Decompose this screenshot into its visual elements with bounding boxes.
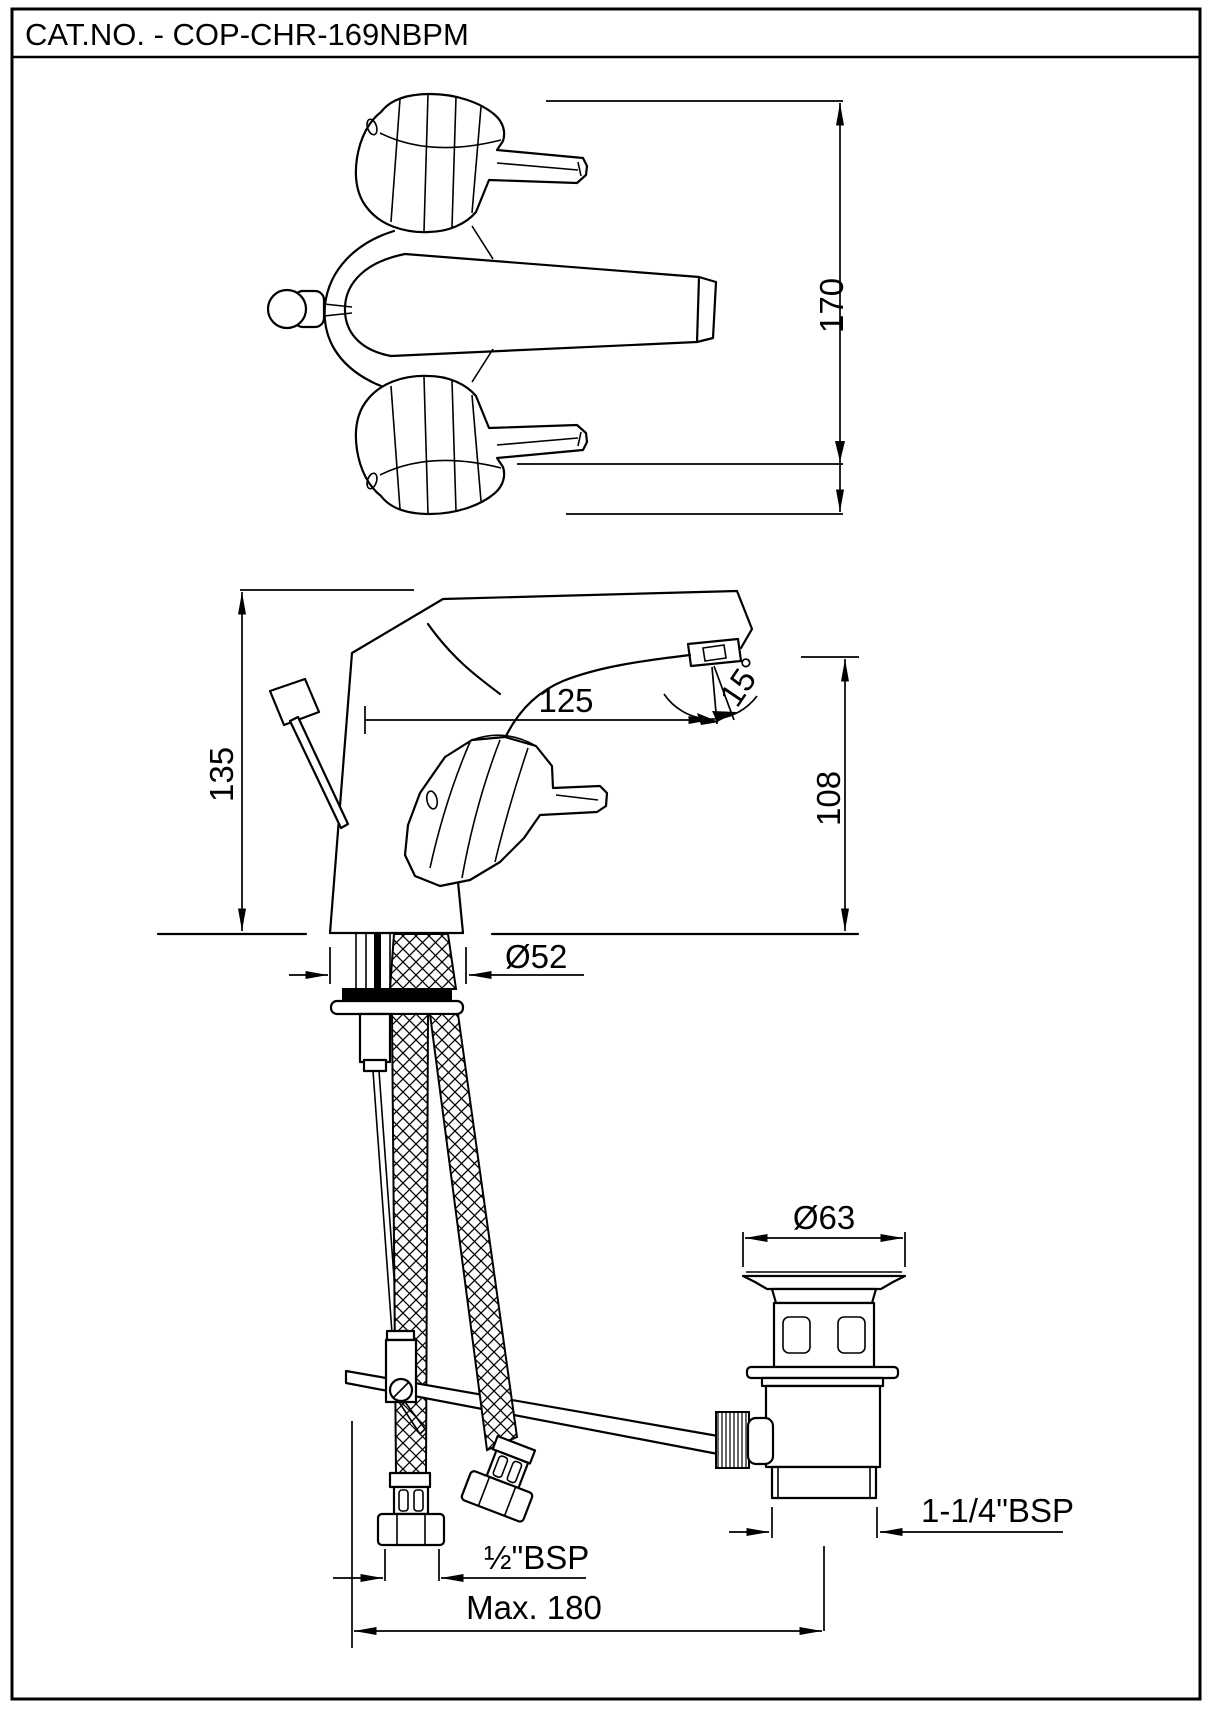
hose-right (428, 1013, 519, 1452)
handle-knob (354, 92, 589, 234)
waste-body-upper (772, 1301, 876, 1369)
dim-base-diameter: Ø52 (289, 938, 584, 984)
popup-knob-side (268, 677, 321, 727)
mounting-flange (329, 999, 465, 1016)
lever-edge (496, 161, 582, 177)
knurled-nut (715, 1411, 750, 1469)
dim-text-max180: Max. 180 (466, 1589, 602, 1626)
handle-bottom (354, 347, 589, 516)
threaded-stud (374, 934, 381, 990)
popup-rod-side (288, 715, 350, 830)
dim-max-spread: Max. 180 (351, 1421, 825, 1648)
popup-stem (323, 303, 353, 317)
handle-side (403, 734, 609, 888)
clevis-screw-slot (392, 1381, 410, 1399)
aerator (686, 637, 743, 668)
hex-nut-right (460, 1470, 534, 1523)
dim-text-125: 125 (538, 682, 593, 719)
handle-knob-side (403, 735, 609, 888)
handle-top (354, 92, 589, 260)
dim-text-170: 170 (813, 278, 850, 333)
body-outline (323, 229, 396, 393)
spout-profile (441, 589, 754, 650)
side-view (156, 589, 860, 936)
installation (329, 933, 907, 1547)
hose-left-fitting (376, 1471, 446, 1547)
rod-stub (398, 1401, 426, 1435)
dim-text-108: 108 (810, 771, 847, 826)
waste-slot-right (837, 1316, 866, 1354)
handle-rim-side (471, 734, 599, 801)
dim-spout-height: 108 (801, 656, 859, 931)
dim-text-135: 135 (203, 747, 240, 802)
body-and-spout-top (323, 229, 718, 393)
spout-sides (389, 252, 701, 358)
handle-screw-side-icon (425, 790, 439, 810)
dim-waste-flange: Ø63 (742, 1199, 906, 1267)
rod-guide-cap (362, 1058, 388, 1073)
popup-waste (715, 1271, 907, 1500)
dim-waste-thread: 1-1/4"BSP (729, 1492, 1074, 1538)
hose-right-fitting (460, 1435, 537, 1523)
inlet-pipes (355, 934, 391, 990)
spout-underside (503, 653, 692, 740)
handle-screw-icon (366, 118, 378, 136)
waste-body-lower (764, 1384, 882, 1469)
waste-slot-left (782, 1316, 811, 1354)
dim-text-quarter-bsp: 1-1/4"BSP (921, 1492, 1074, 1529)
dim-overall-depth: 170 (517, 100, 850, 515)
clevis-washer (385, 1329, 416, 1342)
aerator-outlet (702, 644, 727, 662)
waste-thread (770, 1465, 878, 1500)
handle-facets-side (429, 739, 529, 879)
lever-collar (746, 1416, 775, 1466)
handle-rim (379, 132, 502, 149)
handle-body-joint (471, 225, 494, 260)
popup-knob (266, 288, 308, 330)
dim-text-52: Ø52 (505, 938, 567, 975)
spout-shoulder (426, 622, 502, 696)
title-block: CAT.NO. - COP-CHR-169NBPM (10, 7, 1202, 1701)
dim-text-half-bsp: ½"BSP (484, 1539, 589, 1576)
handle-facets (390, 93, 482, 232)
dim-text-63: Ø63 (793, 1199, 855, 1236)
hex-nut-left (376, 1512, 446, 1547)
popup-rod-top (266, 288, 353, 330)
rod-guide (358, 1012, 392, 1064)
waste-top-flange (741, 1274, 907, 1291)
spout-back-arc (343, 252, 407, 358)
waste-mid-flange (745, 1365, 900, 1380)
dim-inlet-thread: ½"BSP (333, 1539, 589, 1582)
top-view (266, 92, 718, 516)
spout-end-cap (695, 275, 718, 344)
page-border (10, 7, 1202, 1701)
dim-spout-reach: 125 (364, 682, 711, 734)
waste-neck (770, 1287, 878, 1305)
dim-body-height: 135 (203, 589, 414, 931)
rubber-gasket (342, 988, 452, 1001)
hose-left (390, 1013, 430, 1474)
hose-cone (388, 933, 458, 990)
catalog-number: CAT.NO. - COP-CHR-169NBPM (25, 17, 469, 52)
